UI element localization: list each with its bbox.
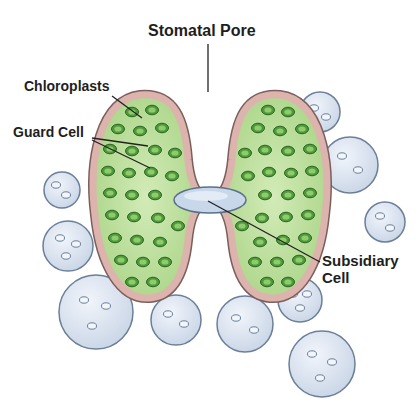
subsidiary-cells [43,92,405,397]
callout-label: Chloroplasts [24,78,134,94]
callout-label: Subsidiary Cell [322,252,404,287]
callout-label: Stomatal Pore [148,22,278,40]
central-cell [174,187,246,213]
central-cell-highlight [184,191,228,201]
callout-label: Guard Cell [13,124,113,140]
leader-lines [92,44,320,262]
